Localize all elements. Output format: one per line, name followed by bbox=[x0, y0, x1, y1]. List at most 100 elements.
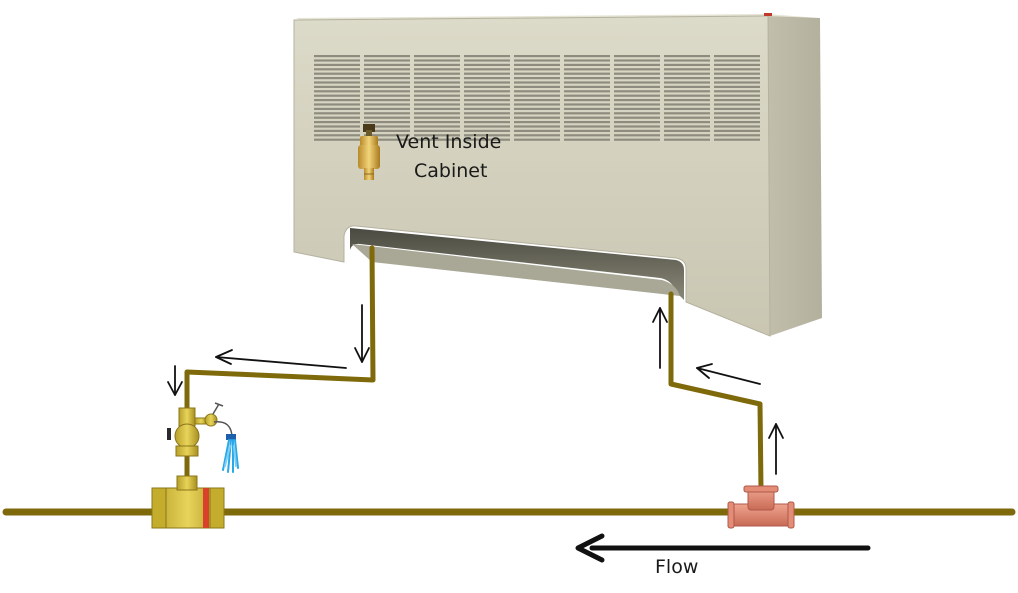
louvre-slat bbox=[414, 107, 460, 110]
louvre-slat bbox=[614, 134, 660, 137]
louvre-slat bbox=[464, 68, 510, 71]
louvre-slat bbox=[664, 129, 710, 132]
louvre-slat bbox=[414, 129, 460, 132]
vent-label-line2: Cabinet bbox=[414, 160, 488, 182]
louvre-slat bbox=[314, 112, 360, 115]
louvre-slat bbox=[414, 103, 460, 106]
louvre-group bbox=[614, 55, 660, 141]
louvre-slat bbox=[564, 85, 610, 88]
louvre-slat bbox=[414, 94, 460, 97]
louvre-slat bbox=[564, 107, 610, 110]
louvre-slat bbox=[614, 81, 660, 84]
louvre-slat bbox=[664, 107, 710, 110]
louvre-slat bbox=[364, 116, 410, 119]
louvre-slat bbox=[564, 55, 610, 58]
louvre-slat bbox=[564, 90, 610, 93]
louvre-slat bbox=[464, 138, 510, 141]
convector-cabinet bbox=[293, 13, 822, 337]
louvre-group bbox=[414, 55, 460, 141]
louvre-slat bbox=[714, 68, 760, 71]
louvre-group bbox=[664, 55, 710, 141]
arrow-up-tee-icon bbox=[768, 423, 784, 475]
louvre-slat bbox=[614, 55, 660, 58]
louvre-slat bbox=[514, 125, 560, 128]
louvre-slat bbox=[464, 112, 510, 115]
louvre-slat bbox=[514, 134, 560, 137]
louvre-slat bbox=[514, 129, 560, 132]
louvre-slat bbox=[564, 121, 610, 124]
louvre-slat bbox=[364, 125, 410, 128]
louvre-slat bbox=[664, 138, 710, 141]
louvre-slat bbox=[564, 68, 610, 71]
louvre-slat bbox=[414, 116, 460, 119]
louvre-slat bbox=[514, 112, 560, 115]
louvre-slat bbox=[314, 81, 360, 84]
louvre-group bbox=[564, 55, 610, 141]
cabinet-recess-floor bbox=[352, 244, 680, 296]
arrow-down-outlet-icon bbox=[354, 304, 370, 363]
louvre-slat bbox=[314, 138, 360, 141]
louvre-slat bbox=[564, 72, 610, 75]
louvre-slat bbox=[314, 116, 360, 119]
louvre-slat bbox=[314, 134, 360, 137]
louvre-slat bbox=[364, 138, 410, 141]
louvre-slat bbox=[514, 77, 560, 80]
louvre-slat bbox=[714, 103, 760, 106]
louvre-slat bbox=[664, 68, 710, 71]
louvre-slat bbox=[564, 138, 610, 141]
louvre-slat bbox=[614, 107, 660, 110]
louvre-slat bbox=[414, 121, 460, 124]
louvre-slat bbox=[314, 63, 360, 66]
louvre-slat bbox=[464, 134, 510, 137]
louvre-slat bbox=[664, 59, 710, 62]
louvre-slat bbox=[564, 134, 610, 137]
louvre-slat bbox=[514, 59, 560, 62]
louvre-slat bbox=[714, 107, 760, 110]
louvre-slat bbox=[414, 68, 460, 71]
louvre-slat bbox=[364, 77, 410, 80]
louvre-slat bbox=[364, 129, 410, 132]
louvre-slat bbox=[464, 90, 510, 93]
louvre-slat bbox=[414, 90, 460, 93]
louvre-slat bbox=[364, 72, 410, 75]
louvre-slat bbox=[364, 68, 410, 71]
louvre-slat bbox=[364, 94, 410, 97]
louvre-slat bbox=[514, 90, 560, 93]
louvre-slat bbox=[364, 85, 410, 88]
louvre-slat bbox=[364, 99, 410, 102]
louvre-slat bbox=[514, 94, 560, 97]
louvre-slat bbox=[464, 94, 510, 97]
louvre-slat bbox=[514, 107, 560, 110]
main-flow-arrow-icon bbox=[575, 533, 871, 563]
louvre-slat bbox=[664, 94, 710, 97]
louvre-slat bbox=[714, 129, 760, 132]
louvre-slat bbox=[664, 121, 710, 124]
louvre-slat bbox=[514, 116, 560, 119]
louvre-slat bbox=[364, 134, 410, 137]
louvre-slat bbox=[464, 55, 510, 58]
louvre-slat bbox=[464, 59, 510, 62]
louvre-slat bbox=[564, 116, 610, 119]
louvre-slat bbox=[464, 121, 510, 124]
louvre-slat bbox=[414, 63, 460, 66]
louvre-slat bbox=[514, 85, 560, 88]
louvre-slat bbox=[564, 77, 610, 80]
louvre-slat bbox=[514, 121, 560, 124]
louvre-slat bbox=[464, 63, 510, 66]
louvre-group bbox=[314, 55, 360, 141]
louvre-slat bbox=[514, 68, 560, 71]
louvre-slat bbox=[464, 129, 510, 132]
louvre-slat bbox=[664, 116, 710, 119]
louvre-slat bbox=[464, 125, 510, 128]
louvre-slat bbox=[364, 63, 410, 66]
louvre-slat bbox=[664, 72, 710, 75]
right-branch-pipe bbox=[668, 291, 764, 493]
louvre-slat bbox=[464, 116, 510, 119]
louvre-slat bbox=[464, 99, 510, 102]
louvre-slat bbox=[614, 77, 660, 80]
louvre-slat bbox=[414, 85, 460, 88]
louvre-slat bbox=[514, 63, 560, 66]
louvre-slat bbox=[614, 129, 660, 132]
louvre-slat bbox=[364, 59, 410, 62]
louvre-slat bbox=[314, 59, 360, 62]
